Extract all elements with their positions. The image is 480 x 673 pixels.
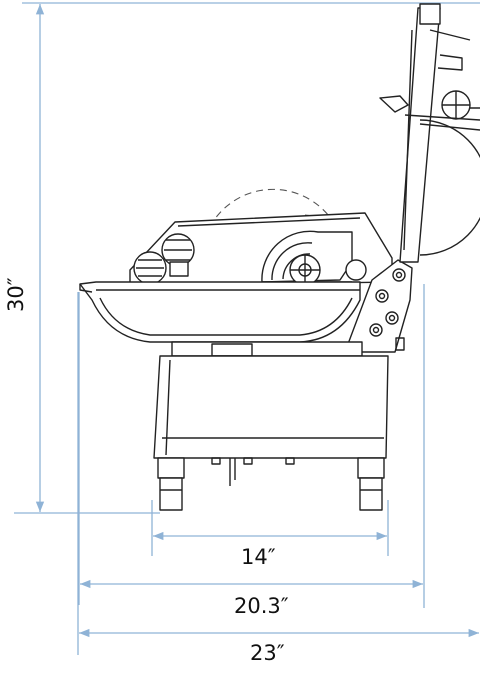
pivot-bracket <box>344 259 413 353</box>
base-width-dimension-label: 14″ <box>241 545 276 569</box>
lid-arm <box>399 7 441 263</box>
dimension-lines <box>14 2 480 655</box>
height-dimension-label: 30″ <box>4 277 28 312</box>
center-gear <box>289 254 321 286</box>
right-leg <box>357 457 385 511</box>
overall-width-dimension-label: 23″ <box>250 641 285 665</box>
left-knob-assembly <box>133 233 195 285</box>
left-leg <box>157 457 185 511</box>
neck <box>171 341 363 357</box>
right-gear <box>345 259 367 281</box>
body-width-dimension-label: 20.3″ <box>234 594 289 618</box>
base-cabinet <box>153 355 389 459</box>
under-cabinet-details <box>211 457 295 486</box>
machine-drawing <box>79 3 480 511</box>
bowl <box>79 281 361 343</box>
